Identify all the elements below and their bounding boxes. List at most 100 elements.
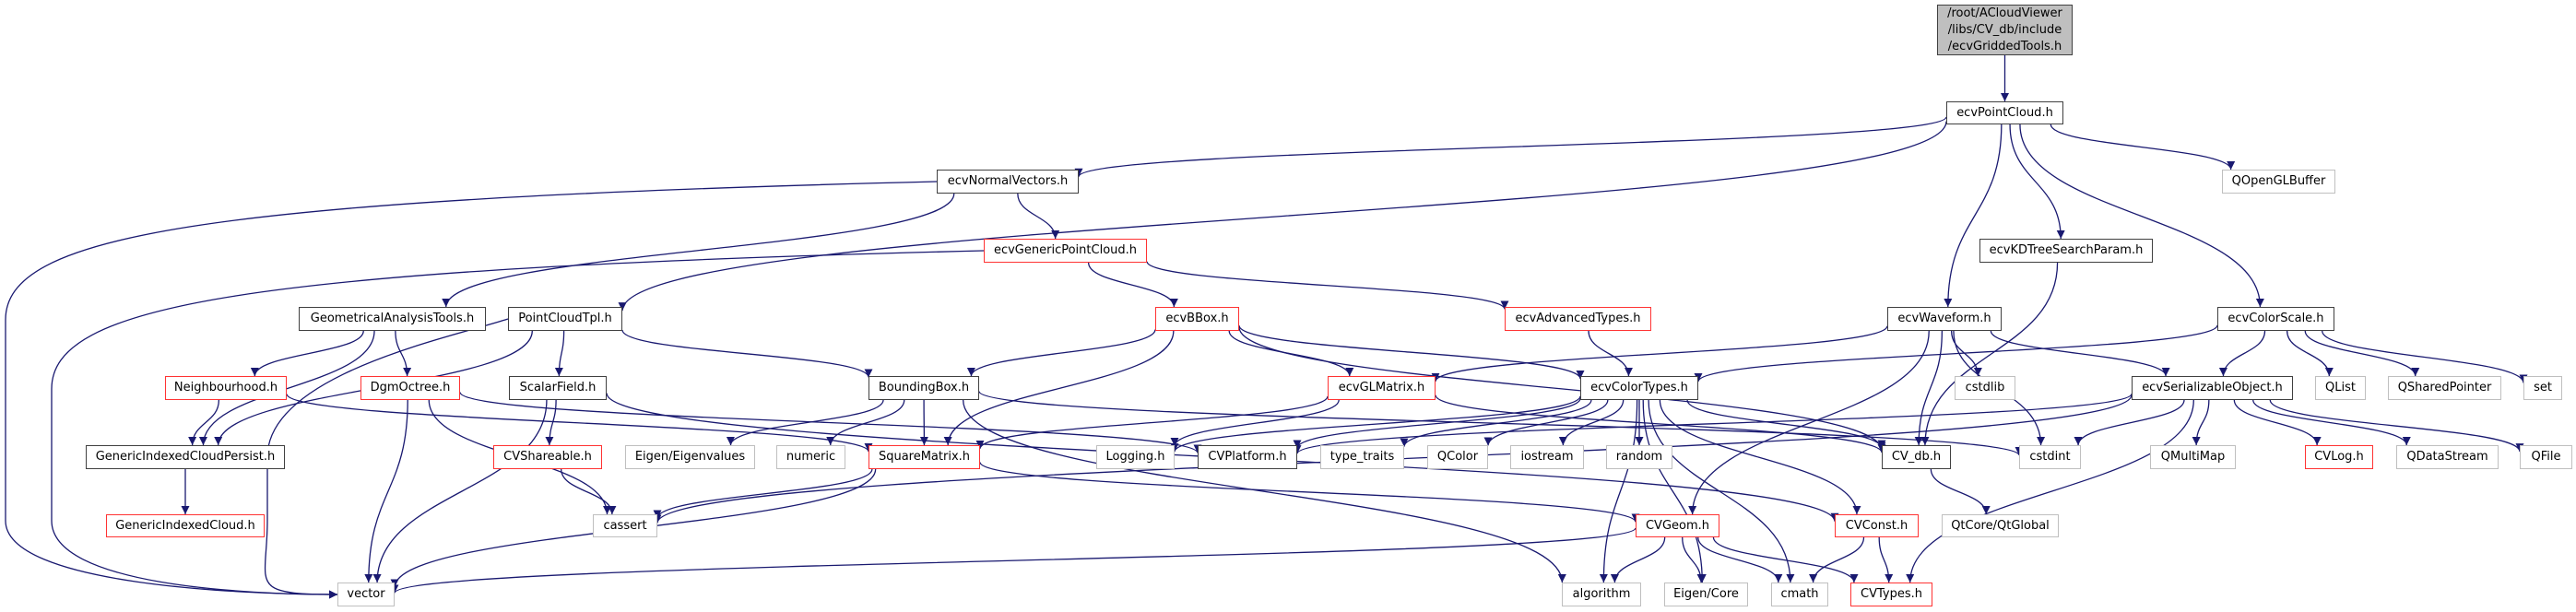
node-label: QFile: [2531, 450, 2561, 465]
node-label: GenericIndexedCloudPersist.h: [95, 450, 276, 465]
edge-ecv-color-types-to-algorithm: [1599, 399, 1638, 583]
edge-square-matrix-to-cassert: [653, 468, 873, 519]
node-eigen-core: Eigen/Core: [1664, 583, 1748, 606]
node-label: ecvGLMatrix.h: [1338, 381, 1425, 395]
edge-ecv-normal-vectors-to-geometrical-analysis-tools: [442, 193, 955, 308]
node-generic-indexed-cloud[interactable]: GenericIndexedCloud.h: [106, 514, 265, 537]
edge-ecv-generic-point-cloud-to-ecv-bbox: [1087, 262, 1178, 308]
node-ecv-serializable-object[interactable]: ecvSerializableObject.h: [2132, 376, 2293, 400]
edge-ecv-color-scale-to-qlist: [2286, 330, 2334, 377]
node-ecv-color-types[interactable]: ecvColorTypes.h: [1580, 376, 1698, 400]
edge-neighbourhood-to-square-matrix: [286, 394, 873, 453]
node-label: ecvGenericPointCloud.h: [993, 243, 1138, 258]
node-neighbourhood[interactable]: Neighbourhood.h: [165, 376, 287, 400]
node-ecv-normal-vectors[interactable]: ecvNormalVectors.h: [937, 170, 1079, 194]
root-file-node: /root/ACloudViewer/libs/CV_db/include/ec…: [1937, 5, 2073, 55]
edge-ecv-color-types-to-iostream: [1558, 399, 1625, 446]
edge-ecv-generic-point-cloud-to-ecv-advanced-types: [1146, 261, 1509, 310]
node-dgm-octree[interactable]: DgmOctree.h: [360, 376, 460, 400]
node-cv-db[interactable]: CV_db.h: [1882, 445, 1951, 469]
edge-cvconst-to-cvtypes: [1878, 536, 1894, 583]
node-qdata-stream: QDataStream: [2396, 445, 2499, 469]
node-label: CVPlatform.h: [1208, 450, 1287, 465]
node-cvgeom[interactable]: CVGeom.h: [1636, 514, 1719, 537]
node-ecv-glmatrix[interactable]: ecvGLMatrix.h: [1328, 376, 1436, 400]
node-square-matrix[interactable]: SquareMatrix.h: [869, 445, 980, 469]
node-point-cloud-tpl[interactable]: PointCloudTpl.h: [508, 307, 622, 331]
node-qshared-pointer: QSharedPointer: [2388, 376, 2501, 400]
node-label: cmath: [1780, 587, 1819, 602]
edge-ecv-color-types-to-logging: [1170, 395, 1581, 453]
edge-cvconst-to-cmath: [1809, 536, 1865, 583]
edge-ecv-normal-vectors-to-ecv-generic-point-cloud: [1017, 193, 1060, 240]
edge-ecv-serializable-object-to-qfile: [2269, 399, 2524, 453]
node-ecv-kdtree-search-param[interactable]: ecvKDTreeSearchParam.h: [1979, 239, 2153, 263]
node-eigen-eigenvalues: Eigen/Eigenvalues: [625, 445, 755, 469]
node-label: PointCloudTpl.h: [518, 312, 612, 326]
node-qfile: QFile: [2520, 445, 2572, 469]
node-label: cstdlib: [1965, 381, 2005, 395]
edge-cvgeom-to-cmath: [1697, 536, 1783, 583]
edge-cvgeom-to-vector: [390, 527, 1637, 594]
node-label: Neighbourhood.h: [173, 381, 278, 395]
node-cstdint: cstdint: [2019, 445, 2081, 469]
node-ecv-advanced-types[interactable]: ecvAdvancedTypes.h: [1505, 307, 1651, 331]
node-label: QOpenGLBuffer: [2231, 174, 2326, 189]
node-ecv-color-scale[interactable]: ecvColorScale.h: [2217, 307, 2334, 331]
edge-ecv-color-types-to-cvplatform: [1293, 398, 1581, 449]
node-label: ecvColorScale.h: [2227, 312, 2324, 326]
node-cvshareable[interactable]: CVShareable.h: [493, 445, 602, 469]
node-geometrical-analysis-tools[interactable]: GeometricalAnalysisTools.h: [299, 307, 486, 331]
node-ecv-point-cloud[interactable]: ecvPointCloud.h: [1946, 101, 2063, 124]
node-label: QList: [2325, 381, 2356, 395]
node-ecv-generic-point-cloud[interactable]: ecvGenericPointCloud.h: [984, 239, 1147, 263]
node-label: QDataStream: [2406, 450, 2488, 465]
edge-ecv-color-scale-to-ecv-color-types: [1694, 324, 2218, 382]
root-file-path-line: /libs/CV_db/include: [1947, 22, 2062, 37]
edge-neighbourhood-to-generic-indexed-cloud-persist: [188, 399, 220, 446]
node-cvlog[interactable]: CVLog.h: [2305, 445, 2373, 469]
node-ecv-bbox[interactable]: ecvBBox.h: [1155, 307, 1239, 331]
edge-ecv-kdtree-search-param-to-cv-db: [1920, 262, 2059, 446]
node-label: algorithm: [1572, 587, 1631, 602]
node-vector: vector: [337, 583, 395, 606]
node-label: GeometricalAnalysisTools.h: [310, 312, 475, 326]
node-label: ecvBBox.h: [1165, 312, 1229, 326]
edge-ecv-waveform-to-ecv-glmatrix: [1431, 325, 1888, 382]
edge-ecv-glmatrix-to-square-matrix: [975, 395, 1329, 450]
edge-ecv-point-cloud-to-point-cloud-tpl: [618, 121, 1947, 312]
edge-ecv-serializable-object-to-cvplatform: [1293, 393, 2133, 454]
edge-dgm-octree-to-cvplatform: [459, 391, 1202, 454]
edge-ecv-bbox-to-square-matrix: [943, 330, 1175, 446]
edge-ecv-glmatrix-to-cv-db: [1435, 394, 1886, 453]
node-cvplatform[interactable]: CVPlatform.h: [1198, 445, 1297, 469]
edge-cvgeom-to-algorithm: [1610, 536, 1666, 583]
edge-geometrical-analysis-tools-to-generic-indexed-cloud-persist: [198, 330, 375, 446]
node-label: iostream: [1520, 450, 1574, 465]
node-numeric: numeric: [776, 445, 845, 469]
edge-ecv-serializable-object-to-qmulti-map: [2192, 399, 2210, 446]
edge-ecv-bbox-to-cv-db: [1238, 326, 1886, 451]
node-label: CV_db.h: [1891, 450, 1942, 465]
node-qt-core-qt-global: QtCore/QtGlobal: [1942, 514, 2059, 537]
edge-ecv-color-scale-to-set: [2322, 330, 2528, 383]
node-label: ecvColorTypes.h: [1590, 381, 1688, 395]
node-cvtypes[interactable]: CVTypes.h: [1850, 583, 1932, 606]
node-qopen-glbuffer: QOpenGLBuffer: [2222, 170, 2335, 194]
node-ecv-waveform[interactable]: ecvWaveform.h: [1887, 307, 2002, 331]
node-label: ecvWaveform.h: [1897, 312, 1991, 326]
node-cvconst[interactable]: CVConst.h: [1835, 514, 1919, 537]
edge-ecv-color-types-to-cv-db: [1686, 399, 1886, 449]
edge-ecv-waveform-to-cvgeom: [1688, 330, 1930, 515]
node-label: CVLog.h: [2314, 450, 2364, 465]
node-scalar-field[interactable]: ScalarField.h: [509, 376, 607, 400]
edge-ecv-color-types-to-type-traits: [1400, 399, 1592, 447]
edge-ecv-serializable-object-to-qdata-stream: [2252, 399, 2411, 446]
node-bounding-box[interactable]: BoundingBox.h: [869, 376, 979, 400]
node-type-traits: type_traits: [1320, 445, 1404, 469]
node-label: Logging.h: [1105, 450, 1165, 465]
edge-scalar-field-to-cvshareable: [545, 399, 557, 446]
node-generic-indexed-cloud-persist[interactable]: GenericIndexedCloudPersist.h: [86, 445, 285, 469]
